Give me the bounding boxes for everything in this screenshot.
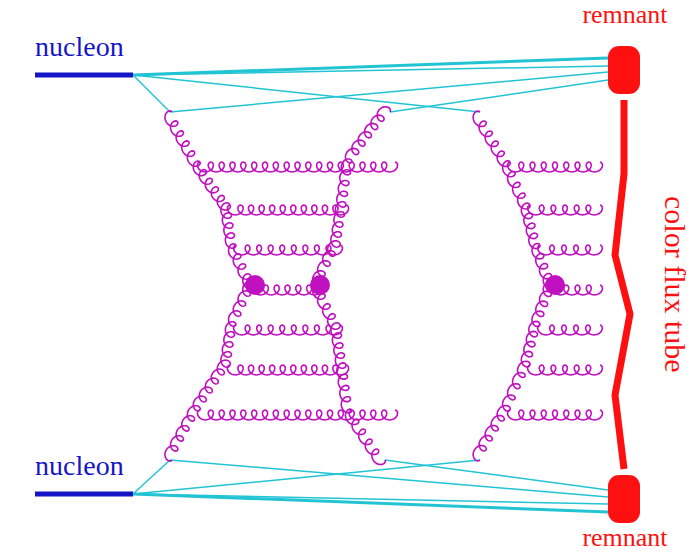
gluon-line <box>503 361 530 411</box>
gluon-line <box>345 107 390 163</box>
remnant-node: remnant <box>570 473 680 553</box>
gluon-line <box>337 363 352 413</box>
gluon-line <box>508 410 603 420</box>
gluon-line <box>538 245 603 255</box>
gluon-line <box>521 203 540 249</box>
nucleon-bar <box>35 73 133 78</box>
gluon-line <box>503 161 530 209</box>
nucleon-label: nucleon <box>35 452 124 480</box>
gluon-line <box>227 205 348 215</box>
gluon-line <box>227 365 348 375</box>
gluon-line <box>234 325 343 335</box>
gluon-line <box>473 406 510 461</box>
remnant-blob <box>608 475 640 523</box>
remnant-blob <box>608 46 640 94</box>
nucleon-bar <box>35 492 133 497</box>
gluon-line <box>234 245 343 255</box>
gluon-line <box>197 410 397 420</box>
gluon-line <box>165 406 200 461</box>
nucleon-label: nucleon <box>35 33 124 61</box>
gluon-lines <box>165 107 603 465</box>
gluon-line <box>508 162 603 172</box>
gluon-line <box>538 325 603 335</box>
remnant-label: remnant <box>570 2 680 28</box>
vertex-dots <box>245 275 565 295</box>
gluon-line <box>221 203 236 248</box>
gluon-line <box>197 162 397 172</box>
gluon-line <box>193 360 230 411</box>
gluon-line <box>528 205 603 215</box>
flux-tube <box>615 100 630 469</box>
quark-lines <box>133 58 608 512</box>
gluon-line <box>473 111 510 166</box>
tube-label: color flux tube <box>660 196 690 373</box>
gluon-line <box>165 111 200 166</box>
gluon-line <box>331 323 346 368</box>
gluon-line <box>528 365 603 375</box>
remnant-node: remnant <box>570 0 680 96</box>
remnant-label: remnant <box>570 525 680 551</box>
